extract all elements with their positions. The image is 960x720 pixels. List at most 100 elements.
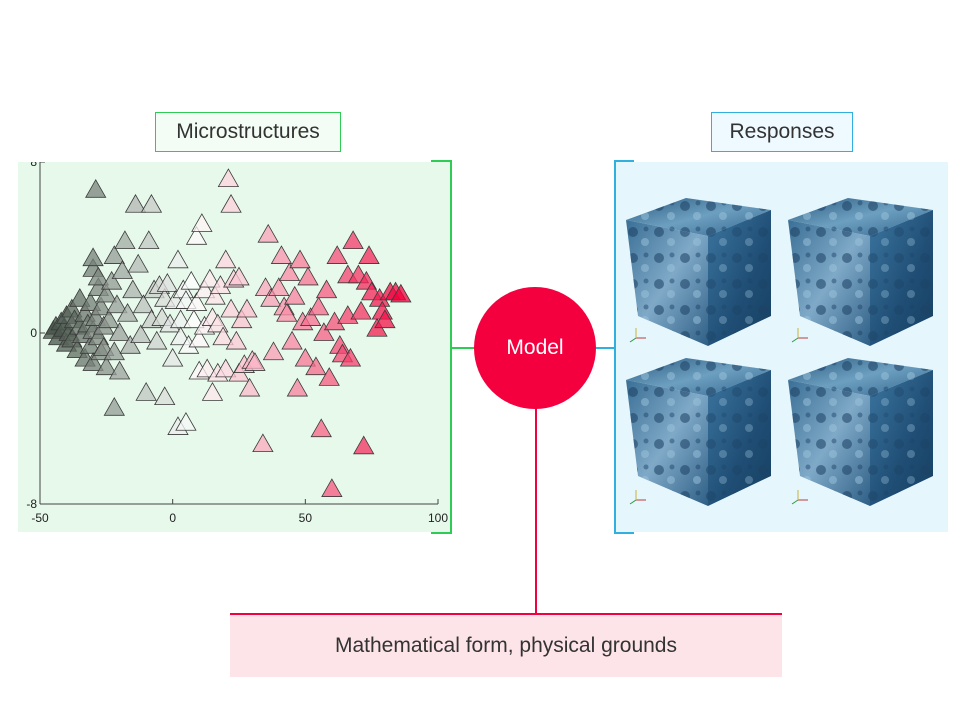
scatter-point — [228, 266, 250, 286]
scatter-point — [193, 279, 216, 299]
scatter-point — [161, 347, 184, 367]
scatter-point — [284, 285, 306, 305]
blue-bracket — [614, 160, 634, 534]
scatter-point — [122, 279, 144, 299]
scatter-point — [318, 367, 340, 386]
scatter-point — [95, 356, 118, 376]
scatter-point — [220, 298, 242, 318]
scatter-point — [268, 277, 290, 297]
x-tick-label: -50 — [31, 511, 49, 525]
scatter-point — [108, 360, 131, 380]
scatter-point — [286, 377, 309, 397]
y-tick-label: 0 — [30, 326, 37, 340]
scatter-point — [90, 296, 112, 316]
scatter-point — [313, 322, 335, 341]
scatter-point — [103, 341, 125, 361]
scatter-point — [353, 435, 375, 455]
y-tick-label: 8 — [30, 162, 37, 169]
scatter-point — [358, 245, 380, 264]
scatter-point — [196, 358, 218, 378]
scatter-point — [257, 223, 279, 243]
y-tick-label: -8 — [26, 497, 37, 511]
scatter-point — [299, 307, 322, 326]
scatter-point — [236, 298, 258, 318]
scatter-point — [321, 478, 343, 497]
scatter-point — [289, 249, 311, 269]
scatter-point — [114, 230, 136, 249]
scatter-point — [276, 302, 298, 322]
scatter-point — [294, 347, 317, 367]
form-label: Mathematical form, physical grounds — [335, 634, 677, 657]
responses-panel — [614, 162, 948, 532]
scatter-point — [185, 226, 208, 245]
scatter-point — [185, 292, 208, 311]
scatter-point — [204, 285, 226, 305]
scatter-point — [116, 302, 139, 322]
scatter-point — [111, 260, 133, 279]
scatter-point — [342, 230, 364, 249]
scatter-point — [108, 322, 131, 341]
scatter-point — [106, 294, 128, 314]
scatter-point — [281, 330, 303, 350]
scatter-point — [339, 347, 362, 367]
microstructure-scatter-chart: -50 0 50 100 8 0 -8 — [26, 162, 448, 525]
scatter-point — [215, 358, 237, 378]
scatter-point — [98, 309, 120, 329]
scatter-point — [188, 328, 210, 348]
scatter-point — [252, 433, 274, 453]
scatter-point — [220, 193, 242, 213]
x-tick-label: 0 — [169, 511, 176, 525]
scatter-point — [390, 283, 412, 303]
scatter-point — [215, 249, 237, 269]
scatter-point — [82, 352, 104, 371]
scatter-point — [146, 330, 168, 350]
scatter-point — [100, 270, 123, 290]
scatter-point — [87, 266, 110, 286]
scatter-point — [124, 193, 147, 213]
scatter-point — [95, 283, 118, 303]
scatter-point — [130, 324, 152, 344]
scatter-point — [310, 418, 332, 438]
scatter-point — [225, 330, 248, 350]
scatter-point — [138, 230, 160, 249]
scatter-point — [305, 356, 327, 376]
scatter-point — [297, 266, 319, 286]
scatter-point — [183, 309, 205, 329]
scatter-point — [238, 377, 261, 397]
scatter-point — [217, 168, 240, 188]
form-box: Mathematical form, physical grounds — [230, 615, 782, 677]
scatter-point — [85, 178, 107, 198]
scatter-point — [69, 287, 91, 307]
scatter-point — [103, 397, 125, 416]
scatter-point — [180, 270, 202, 290]
scatter-point — [119, 335, 141, 354]
green-bracket — [431, 160, 452, 534]
model-node: Model — [474, 287, 596, 409]
scatter-point — [135, 382, 157, 401]
scatter-point — [270, 245, 293, 264]
x-tick-label: 100 — [428, 511, 448, 525]
scatter-point — [262, 341, 285, 361]
scatter-point — [191, 213, 213, 232]
scatter-point — [350, 300, 372, 320]
microstructures-label: Microstructures — [155, 112, 341, 152]
microstructure-scatter-panel: -50 0 50 100 8 0 -8 — [18, 162, 452, 532]
scatter-point — [199, 268, 221, 288]
scatter-point — [175, 411, 197, 431]
scatter-point — [244, 352, 266, 371]
scatter-point — [140, 193, 163, 213]
scatter-point — [79, 292, 102, 311]
scatter-point — [260, 287, 282, 307]
x-tick-label: 50 — [299, 511, 313, 525]
scatter-point — [201, 382, 224, 401]
scatter-point — [326, 245, 348, 264]
responses-label: Responses — [711, 112, 853, 152]
scatter-point — [212, 326, 234, 346]
model-label: Model — [506, 336, 564, 359]
scatter-point — [230, 309, 253, 329]
scatter-point — [103, 245, 125, 264]
scatter-point — [127, 253, 149, 273]
scatter-point — [92, 337, 115, 356]
scatter-point — [156, 273, 179, 292]
scatter-point — [82, 247, 104, 267]
